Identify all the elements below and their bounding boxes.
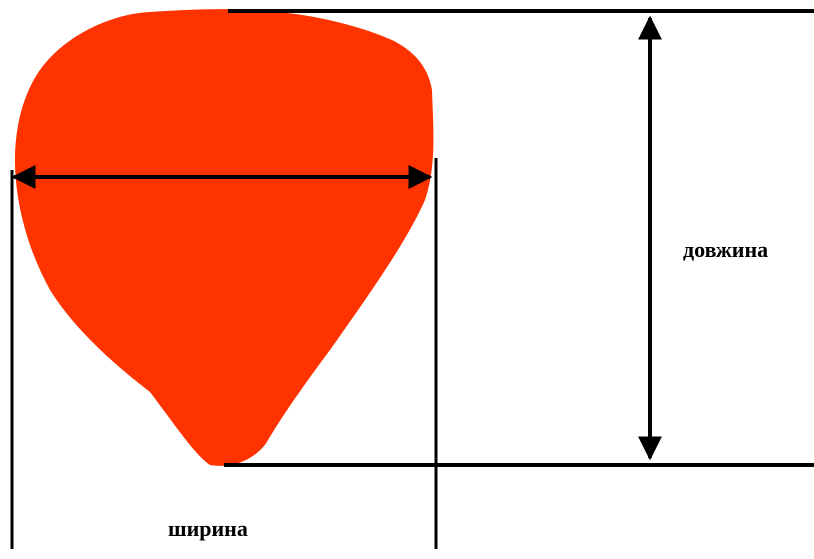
length-label: довжина [683,237,768,262]
red-petal-shape [15,9,434,466]
width-label: ширина [168,516,248,541]
